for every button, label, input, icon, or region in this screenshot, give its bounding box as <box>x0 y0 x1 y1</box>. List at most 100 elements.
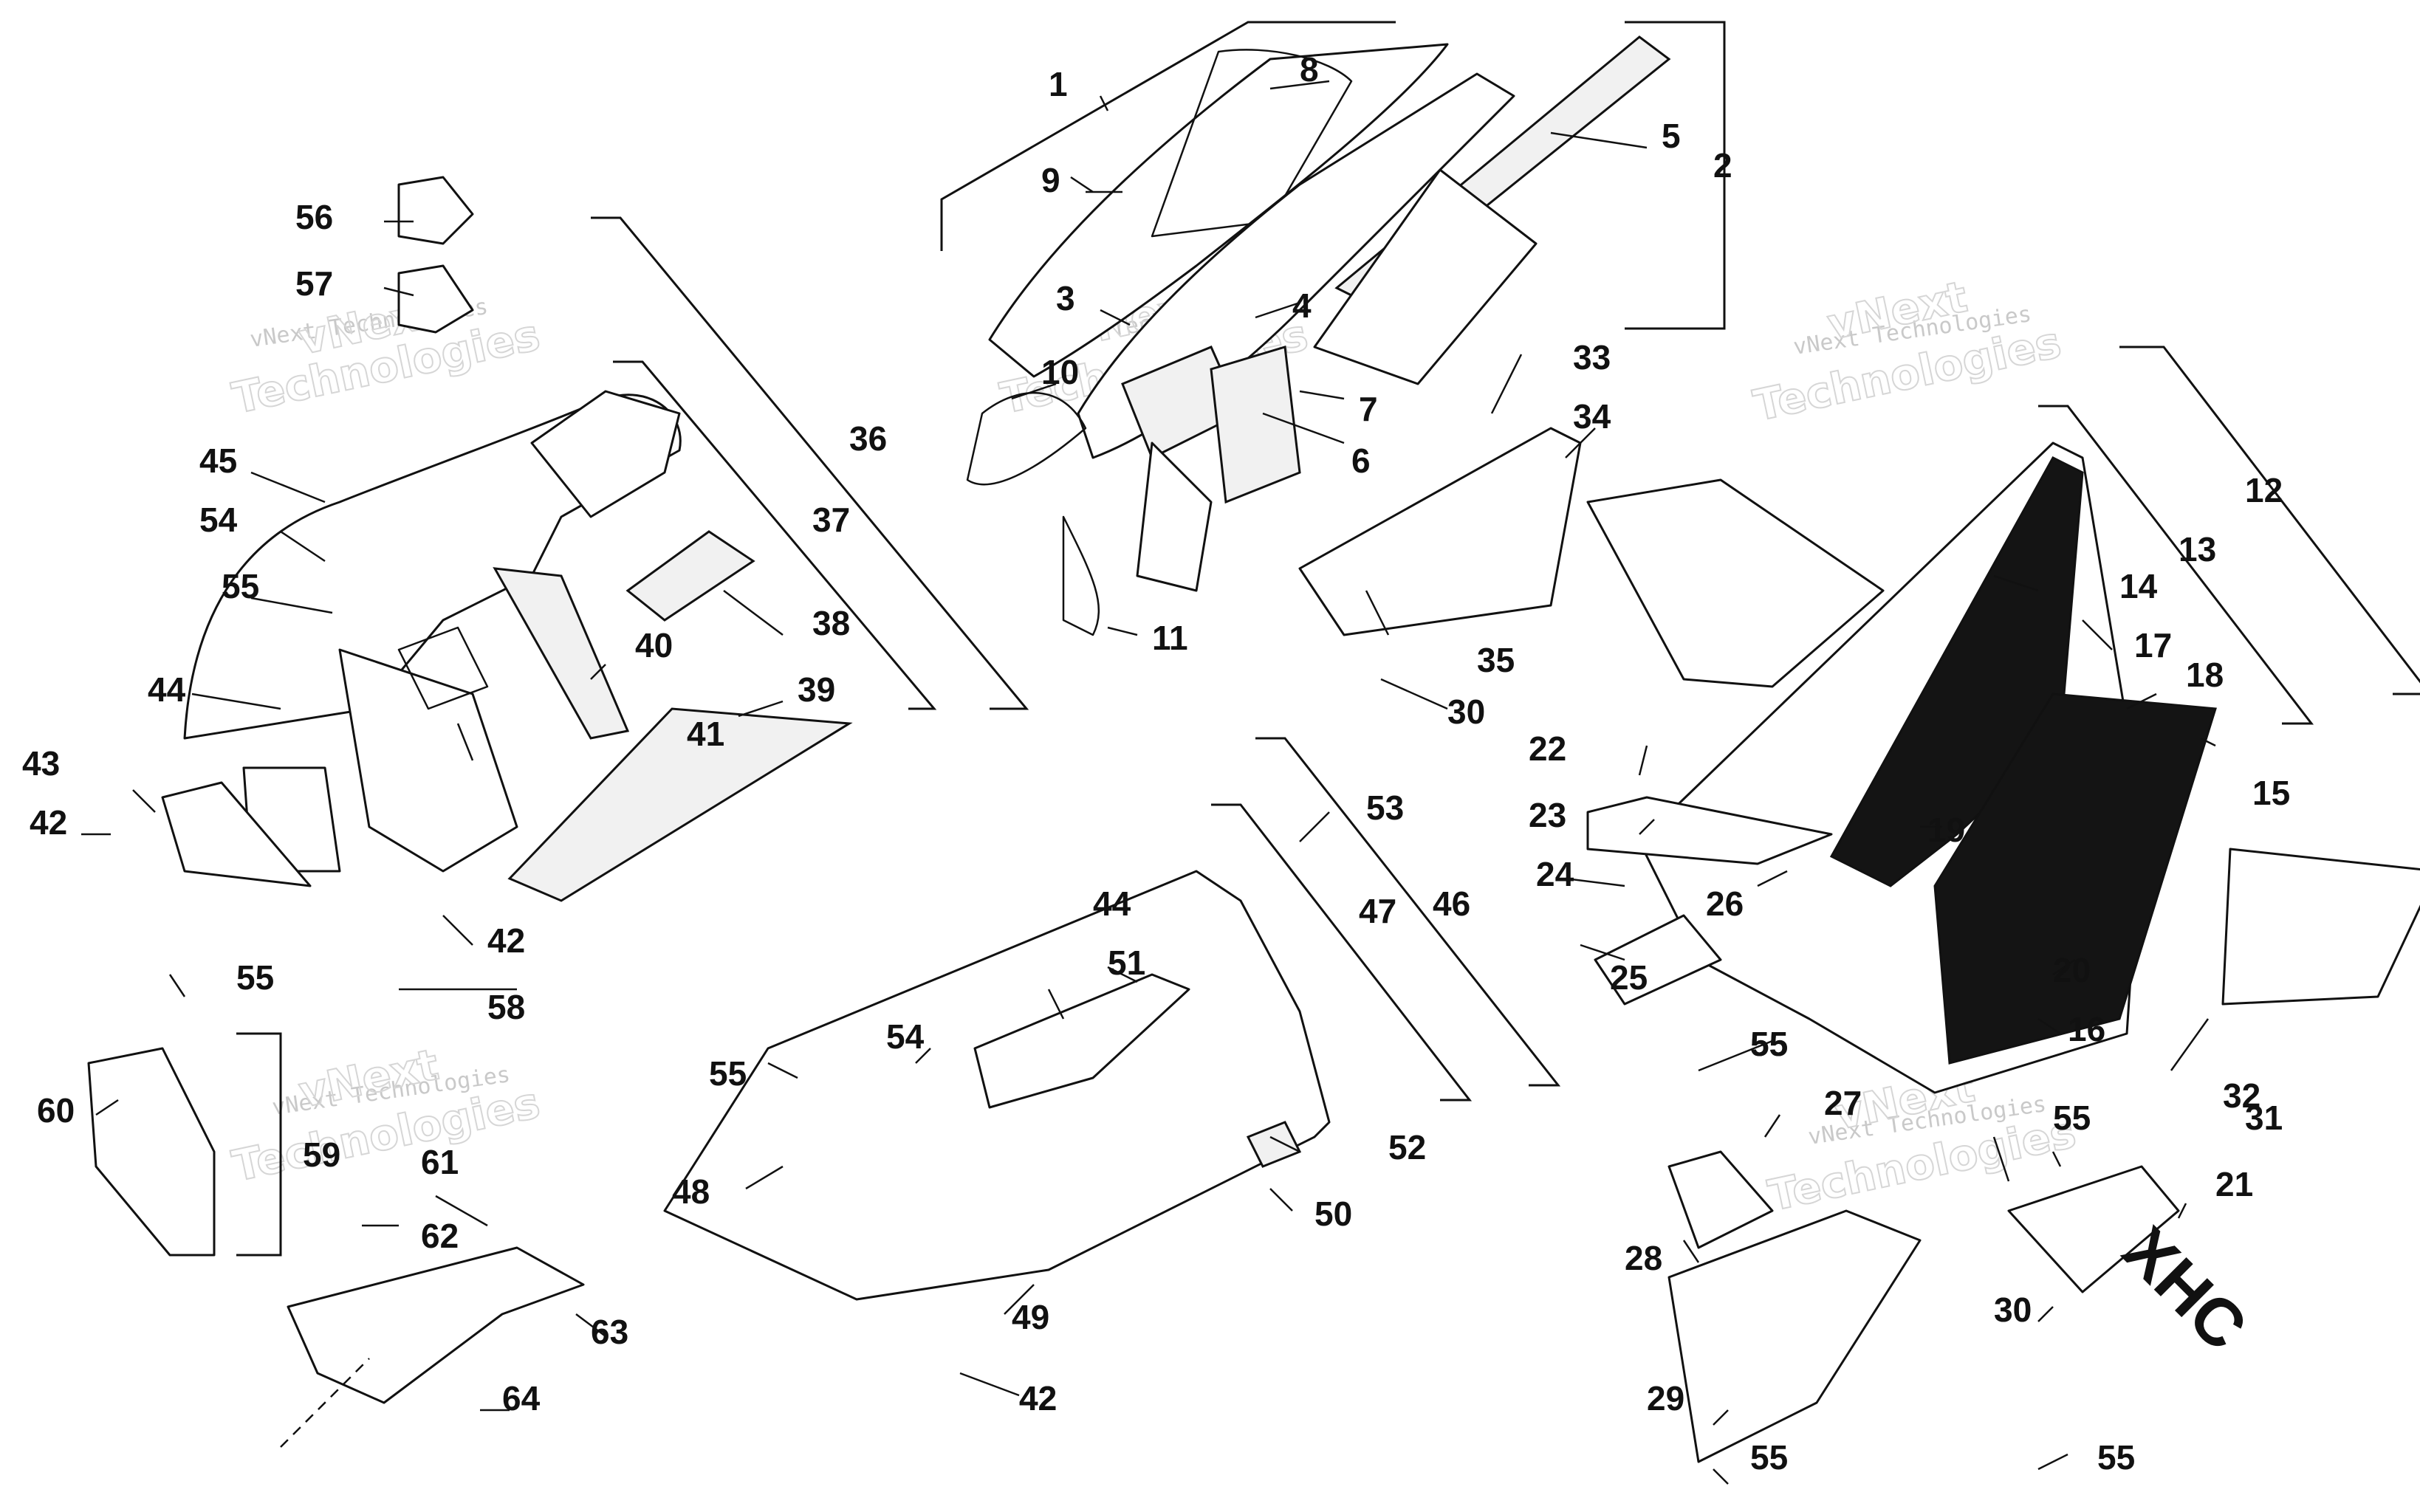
callout-label: 17 <box>2134 626 2172 664</box>
callout-label: 1 <box>1049 65 1068 103</box>
side-trim-part <box>1136 441 1213 592</box>
trim-strip-part <box>966 391 1087 486</box>
callout-label: 55 <box>236 958 274 997</box>
callout-label: 4 <box>1292 286 1312 325</box>
callout-label: 25 <box>1610 958 1648 997</box>
callout-label: 52 <box>1388 1128 1426 1166</box>
bracket-2 <box>1625 21 1726 330</box>
dash-top-part <box>530 390 681 518</box>
callout-label: 47 <box>1359 892 1396 930</box>
callout-label: 6 <box>1351 441 1371 480</box>
air-box-cover-part <box>1586 478 1885 688</box>
callout-label: 51 <box>1108 944 1145 982</box>
callout-label: 55 <box>2097 1438 2135 1477</box>
gauge-seal-part <box>397 264 474 334</box>
callout-label: 41 <box>687 715 724 753</box>
callout-label: 42 <box>487 921 525 960</box>
callout-label: 22 <box>1529 729 1566 768</box>
bracket-12 <box>2119 346 2420 695</box>
guide-line <box>280 1358 370 1448</box>
callout-label: 34 <box>1573 397 1611 436</box>
callout-label: 30 <box>1994 1291 2032 1329</box>
foam-panel-part <box>507 707 853 902</box>
callout-label: 49 <box>1012 1298 1049 1336</box>
callout-label: 44 <box>1093 884 1131 923</box>
callout-label: 61 <box>421 1143 459 1181</box>
callout-label: 30 <box>1994 1291 2032 1329</box>
callout-label: 43 <box>22 744 60 783</box>
gauge-bezel-part <box>397 176 474 245</box>
windshield-decal-part <box>1151 49 1353 238</box>
callout-label: 45 <box>199 441 237 480</box>
callout-label: 14 <box>2119 567 2158 605</box>
foam-block-part <box>625 530 755 622</box>
callout-label: 24 <box>1536 855 1574 893</box>
callout-label: 13 <box>2179 530 2216 568</box>
bracket-13 <box>2038 405 2314 725</box>
air-box-part <box>1298 427 1582 636</box>
side-panel-group <box>1298 427 2420 1463</box>
callout-label: 60 <box>37 1091 75 1130</box>
callout-label: 19 <box>1927 811 1965 849</box>
hood-center-part <box>1313 168 1538 385</box>
callout-label: 16 <box>2068 1010 2105 1048</box>
callout-label: 35 <box>1477 641 1515 679</box>
callout-label: 20 <box>2053 951 2091 989</box>
callout-label: 44 <box>148 670 186 709</box>
callout-label: 58 <box>487 988 525 1026</box>
console-base-part <box>338 648 518 873</box>
bracket-59 <box>236 1032 282 1257</box>
callout-label: 18 <box>2186 656 2224 694</box>
callout-label: 27 <box>1824 1084 1862 1122</box>
foam-side-part <box>1210 346 1301 504</box>
callout-label: 55 <box>1750 1438 1788 1477</box>
callout-label: 7 <box>1359 390 1378 428</box>
callout-label: 37 <box>812 501 850 539</box>
callout-label: 31 <box>2245 1099 2283 1137</box>
console-side-part <box>161 781 312 887</box>
callout-label: 54 <box>199 501 238 539</box>
callout-label: 55 <box>1750 1025 1788 1063</box>
callout-label: 5 <box>1662 117 1681 155</box>
callout-label: 9 <box>1041 161 1060 199</box>
side-cover-small-part <box>2007 1165 2180 1293</box>
callout-label: 40 <box>635 626 673 664</box>
lower-trim-part <box>1062 515 1100 636</box>
callout-label: 42 <box>1019 1379 1057 1418</box>
callout-label: 55 <box>709 1054 747 1093</box>
callout-label: 59 <box>303 1135 340 1174</box>
bracket-47 <box>1211 803 1473 1102</box>
callout-label: 55 <box>222 567 259 605</box>
callout-label: 46 <box>1433 884 1470 923</box>
callout-label: 42 <box>30 803 67 842</box>
callout-label: 30 <box>1447 693 1485 731</box>
callout-label: 8 <box>1300 50 1319 89</box>
callout-label: 33 <box>1573 338 1611 377</box>
bracket-37 <box>613 360 937 710</box>
bracket-46 <box>1255 737 1561 1087</box>
callout-label: 29 <box>1647 1379 1684 1418</box>
callout-label: 55 <box>1750 1025 1788 1063</box>
callout-label: 28 <box>1625 1239 1662 1277</box>
callout-label: 12 <box>2245 471 2283 509</box>
callout-label: 53 <box>1366 788 1404 827</box>
callout-label: 26 <box>1706 884 1744 923</box>
windshield-part <box>988 43 1449 378</box>
callout-label: 54 <box>886 1017 925 1056</box>
callout-label: 50 <box>1314 1195 1352 1233</box>
side-vent-frame-part <box>2221 848 2420 1006</box>
belly-pan-group <box>663 870 1331 1301</box>
callout-label: 57 <box>295 264 333 303</box>
callout-label: 11 <box>1152 619 1188 657</box>
callout-label: 55 <box>2053 1099 2091 1137</box>
callout-label: 2 <box>1713 146 1732 185</box>
lower-left-covers <box>87 1047 585 1448</box>
callout-label: 62 <box>421 1217 459 1255</box>
windshield-hood-group <box>966 35 1671 636</box>
lower-cover-part <box>1667 1209 1922 1463</box>
front-cover-part <box>973 973 1190 1109</box>
callout-label: 48 <box>672 1172 710 1211</box>
